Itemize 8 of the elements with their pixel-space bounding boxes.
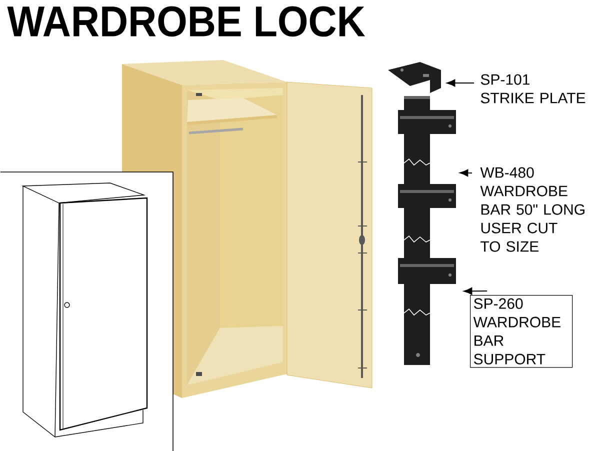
label-box: SP-260 WARDROBE BAR SUPPORT [470,295,573,368]
arrow [460,169,472,177]
arrow [464,288,488,295]
part-label: WB-480 WARDROBE BAR 50" LONG USER CUT TO SIZE [480,167,584,252]
strike-plate-drawing [388,62,441,93]
title: WARDROBE LOCK [7,6,365,37]
arrow [446,79,474,87]
part-label: SP-101 STRIKE PLATE [480,74,586,104]
